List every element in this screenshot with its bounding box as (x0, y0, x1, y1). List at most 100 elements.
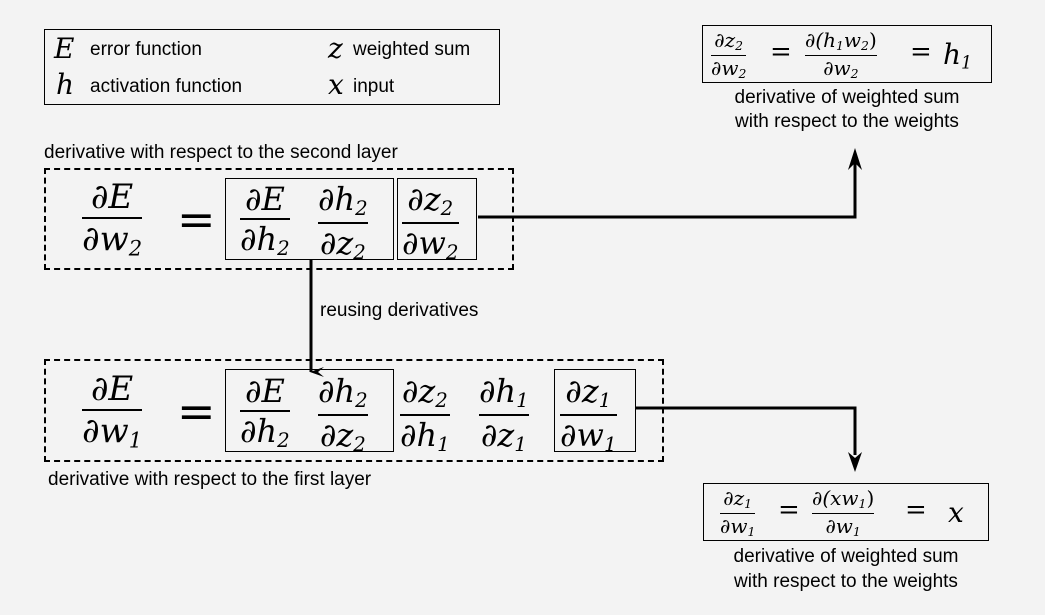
first-layer-reused-1-den-sub: 2 (277, 428, 290, 452)
first-layer-local-den: ∂w (560, 415, 604, 454)
first-layer-local-box (554, 369, 636, 452)
first-layer-reused-2-num-sub: 2 (355, 388, 368, 412)
second-layer-reused-2-num-sub: 2 (355, 196, 368, 220)
top-result-mid-num-sub1: 1 (836, 38, 844, 54)
bottom-result-lhs-den: ∂w (720, 514, 748, 538)
first-layer-equals: = (177, 384, 216, 438)
legend-symbol-z: z (328, 32, 343, 65)
second-layer-lhs-den: ∂w (82, 219, 129, 259)
top-result-mid-den-sub: 2 (850, 66, 859, 82)
top-result-arrow (478, 158, 857, 219)
bottom-result-caption-1: derivative of weighted sum (733, 546, 959, 567)
first-layer-reused-frac-2: ∂h2 ∂z2 (318, 375, 368, 455)
second-layer-equals: = (177, 192, 216, 246)
top-result-mid-den: ∂w (823, 56, 851, 80)
top-result-lhs-den: ∂w (711, 56, 739, 80)
top-result-box (702, 25, 992, 83)
top-result-mid-frac: ∂(h1w2) ∂w2 (805, 30, 877, 81)
first-layer-lhs-den-sub: 1 (128, 427, 143, 453)
first-layer-lhs-den: ∂w (82, 411, 129, 451)
first-layer-reused-2-den-sub: 2 (353, 432, 366, 456)
top-result-caption-2: with respect to the weights (735, 111, 959, 132)
first-layer-middle-2-num: ∂h (479, 372, 517, 410)
second-layer-local-num: ∂z (407, 180, 441, 218)
bottom-result-mid-frac: ∂(xw1) ∂w1 (812, 488, 875, 540)
first-layer-local-den-sub: 1 (603, 432, 617, 456)
legend-label-weighted-sum: weighted sum (353, 39, 471, 60)
top-result-lhs-num: ∂z (714, 28, 736, 52)
top-result-equals-1: = (770, 37, 792, 67)
first-layer-middle-1-den-sub: 1 (437, 432, 450, 456)
second-layer-reused-2-den: ∂z (319, 223, 354, 262)
second-layer-local-frac: ∂z2 ∂w2 (402, 183, 459, 263)
bottom-result-box (703, 483, 989, 541)
second-layer-lhs-num: ∂E (90, 177, 134, 217)
first-layer-reused-2-num: ∂h (318, 372, 356, 410)
top-result-arrowhead (848, 148, 862, 170)
legend-symbol-E: E (54, 32, 75, 65)
bottom-result-lhs-frac: ∂z1 ∂w1 (720, 486, 756, 540)
top-result-mid-num-sub2: 2 (861, 38, 869, 54)
second-layer-reused-box (225, 178, 394, 260)
top-result-equals-2: = (910, 37, 932, 67)
bottom-result-mid-num-sub: 1 (858, 496, 867, 512)
top-result-lhs-frac: ∂z2 ∂w2 (711, 28, 747, 82)
bottom-result-rhs: x (948, 496, 964, 529)
second-layer-local-den: ∂w (402, 223, 446, 262)
second-layer-reused-frac-2: ∂h2 ∂z2 (318, 183, 368, 263)
first-layer-middle-2-den-sub: 1 (514, 432, 527, 456)
second-layer-reused-1-num: ∂E (244, 180, 285, 218)
reuse-label: reusing derivatives (320, 300, 479, 321)
legend-label-error-function: error function (90, 39, 202, 60)
bottom-result-caption-2: with respect to the weights (734, 571, 958, 592)
top-result-rhs-sub: 1 (961, 53, 973, 74)
first-layer-reused-1-num: ∂E (244, 372, 285, 410)
first-layer-middle-1-num-sub: 2 (435, 388, 448, 412)
second-layer-dashed-box (44, 168, 514, 270)
first-layer-lhs-fraction: ∂E ∂w1 (82, 369, 143, 453)
legend-symbol-h: h (56, 68, 75, 101)
first-layer-middle-1-den: ∂h (400, 415, 438, 454)
second-layer-local-box (397, 178, 477, 260)
first-layer-middle-1-num: ∂z (401, 372, 436, 410)
bottom-result-lhs-num: ∂z (723, 486, 745, 510)
first-layer-caption: derivative with respect to the first lay… (48, 469, 372, 490)
second-layer-reused-2-den-sub: 2 (353, 240, 366, 264)
second-layer-lhs-fraction: ∂E ∂w2 (82, 177, 143, 259)
second-layer-reused-1-den-sub: 2 (277, 236, 290, 260)
top-result-rhs-symbol: h (943, 38, 962, 71)
second-layer-local-num-sub: 2 (440, 196, 454, 220)
legend-label-input: input (353, 76, 395, 97)
first-layer-middle-2-num-sub: 1 (516, 388, 529, 412)
first-layer-local-num: ∂z (565, 372, 599, 410)
first-layer-lhs-num: ∂E (90, 369, 134, 409)
bottom-result-lhs-den-sub: 1 (747, 524, 756, 540)
first-layer-middle-frac-1: ∂z2 ∂h1 (400, 375, 450, 455)
legend-symbol-x: x (328, 68, 344, 101)
first-layer-middle-frac-2: ∂h1 ∂z1 (479, 375, 529, 455)
second-layer-local-den-sub: 2 (445, 240, 459, 264)
top-result-mid-num-end: ) (868, 28, 877, 52)
top-result-lhs-num-sub: 2 (735, 38, 744, 54)
first-layer-dashed-box (44, 359, 664, 462)
first-layer-middle-2-den: ∂z (480, 415, 515, 454)
first-layer-reused-frac-1: ∂E ∂h2 (240, 375, 290, 451)
bottom-result-arrowhead (848, 452, 862, 472)
second-layer-reused-frac-1: ∂E ∂h2 (240, 183, 290, 259)
first-layer-reused-box (225, 369, 394, 452)
second-layer-reused-1-den: ∂h (240, 220, 278, 258)
top-result-caption-1: derivative of weighted sum (734, 87, 960, 108)
second-layer-caption: derivative with respect to the second la… (44, 142, 398, 163)
bottom-result-arrow (636, 406, 857, 455)
bottom-result-mid-den-sub: 1 (852, 524, 861, 540)
bottom-result-lhs-num-sub: 1 (744, 496, 753, 512)
second-layer-reused-2-num: ∂h (318, 180, 356, 218)
legend-label-activation-function: activation function (90, 76, 243, 97)
top-result-lhs-den-sub: 2 (738, 66, 747, 82)
first-layer-reused-2-den: ∂z (319, 415, 354, 454)
bottom-result-mid-den: ∂w (825, 514, 853, 538)
top-result-rhs: h1 (943, 38, 972, 73)
top-result-mid-num-mid: w (843, 28, 862, 52)
first-layer-local-frac: ∂z1 ∂w1 (560, 375, 617, 455)
